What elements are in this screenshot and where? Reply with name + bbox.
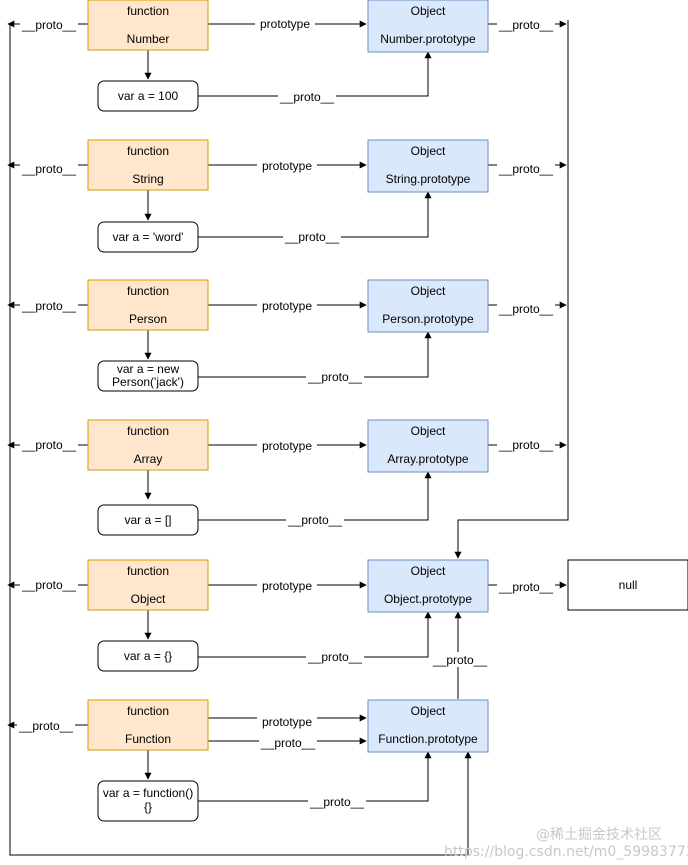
label-function-fn-proto: __proto__: [18, 719, 73, 733]
label-array-fn-proto: __proto__: [21, 438, 76, 452]
node-label: var a = new: [117, 362, 180, 376]
label-person-prototype: prototype: [262, 299, 312, 313]
edge-object-inst-proto: [198, 611, 432, 658]
node-label: Object: [411, 284, 446, 298]
node-label: function: [127, 144, 169, 158]
node-label: Object: [131, 592, 166, 606]
node-object-object-prototype: Object Object.prototype: [367, 559, 489, 613]
node-object-person-prototype: Object Person.prototype: [367, 279, 489, 333]
label-person-fn-proto: __proto__: [21, 299, 76, 313]
node-label: String.prototype: [386, 172, 471, 186]
label-string-inst-proto: __proto__: [284, 230, 339, 244]
node-label: Person('jack'): [112, 375, 184, 389]
label-string-proto-proto: __proto__: [498, 162, 553, 176]
node-instance-string: var a = 'word': [97, 221, 199, 253]
edge-number-inst-proto: [198, 51, 432, 97]
node-label: function: [127, 424, 169, 438]
node-function-object: function Object: [87, 559, 209, 611]
node-object-array-prototype: Object Array.prototype: [367, 419, 489, 473]
node-label: Object: [411, 424, 446, 438]
node-function-function: function Function: [87, 699, 209, 751]
label-function-inst-proto: __proto__: [309, 795, 364, 809]
edge-person-inst-proto: [198, 331, 432, 378]
node-label: var a = []: [124, 513, 171, 527]
label-person-inst-proto: __proto__: [307, 370, 362, 384]
node-label: Array.prototype: [387, 452, 468, 466]
node-label: function: [127, 4, 169, 18]
node-label: Person: [129, 312, 167, 326]
label-function-prototype: prototype: [262, 715, 312, 729]
label-person-proto-proto: __proto__: [498, 302, 553, 316]
label-array-inst-proto: __proto__: [287, 513, 342, 527]
label-function-proto-object-proto: __proto__: [432, 653, 487, 667]
edge-right-bus-to-object-prototype: [454, 20, 569, 559]
node-label: Object: [411, 704, 446, 718]
node-label: Object: [411, 144, 446, 158]
node-object-string-prototype: Object String.prototype: [367, 139, 489, 193]
node-null: null: [567, 559, 688, 611]
label-object-fn-proto: __proto__: [21, 578, 76, 592]
nodes: function Number Object Number.prototype …: [87, 0, 688, 822]
node-object-number-prototype: Object Number.prototype: [367, 0, 489, 53]
node-label: Object: [411, 564, 446, 578]
node-instance-array: var a = []: [97, 504, 199, 536]
node-label: Number: [127, 32, 170, 46]
node-label: Person.prototype: [382, 312, 474, 326]
node-label: function: [127, 284, 169, 298]
watermark-line2: https://blog.csdn.net/m0_59983773: [444, 844, 688, 860]
node-label: function: [127, 704, 169, 718]
watermark-line1: @稀土掘金技术社区: [536, 827, 662, 843]
node-label: {}: [144, 800, 152, 814]
node-label: var a = 100: [118, 89, 179, 103]
node-function-array: function Array: [87, 419, 209, 471]
node-label: function: [127, 564, 169, 578]
edge-array-inst-proto: [198, 471, 432, 521]
node-instance-object: var a = {}: [97, 640, 199, 672]
node-instance-person: var a = new Person('jack'): [97, 360, 199, 392]
label-object-proto-null: __proto__: [498, 580, 553, 594]
edge-string-inst-proto: [198, 191, 432, 238]
edge-function-inst-proto: [198, 751, 432, 802]
node-instance-function: var a = function() {}: [97, 780, 199, 822]
label-object-inst-proto: __proto__: [307, 650, 362, 664]
node-label: Function: [125, 732, 171, 746]
node-function-person: function Person: [87, 279, 209, 331]
node-label: String: [132, 172, 163, 186]
node-label: var a = 'word': [113, 230, 184, 244]
node-label: Number.prototype: [380, 32, 476, 46]
node-label: null: [619, 578, 638, 592]
node-label: Object.prototype: [384, 592, 472, 606]
label-array-prototype: prototype: [262, 439, 312, 453]
label-function-self-proto: __proto__: [260, 736, 315, 750]
node-label: Array: [134, 452, 163, 466]
label-number-prototype: prototype: [260, 17, 310, 31]
label-array-proto-proto: __proto__: [498, 438, 553, 452]
node-label: var a = {}: [124, 649, 172, 663]
node-function-number: function Number: [87, 0, 209, 51]
node-instance-number: var a = 100: [97, 80, 199, 112]
label-number-proto-proto: __proto__: [498, 18, 553, 32]
node-label: Function.prototype: [378, 732, 478, 746]
label-string-fn-proto: __proto__: [21, 162, 76, 176]
label-number-inst-proto: __proto__: [279, 90, 334, 104]
label-number-fn-proto: __proto__: [21, 18, 76, 32]
label-string-prototype: prototype: [262, 159, 312, 173]
node-object-function-prototype: Object Function.prototype: [367, 699, 489, 753]
watermark: @稀土掘金技术社区 https://blog.csdn.net/m0_59983…: [444, 827, 688, 860]
label-object-prototype: prototype: [262, 579, 312, 593]
edge-labels: prototype __proto__ __proto__ __proto__ …: [17, 16, 555, 809]
node-label: var a = function(): [103, 786, 193, 800]
edge-left-bus-to-function-prototype: [9, 24, 472, 856]
node-function-string: function String: [87, 139, 209, 191]
node-label: Object: [411, 4, 446, 18]
